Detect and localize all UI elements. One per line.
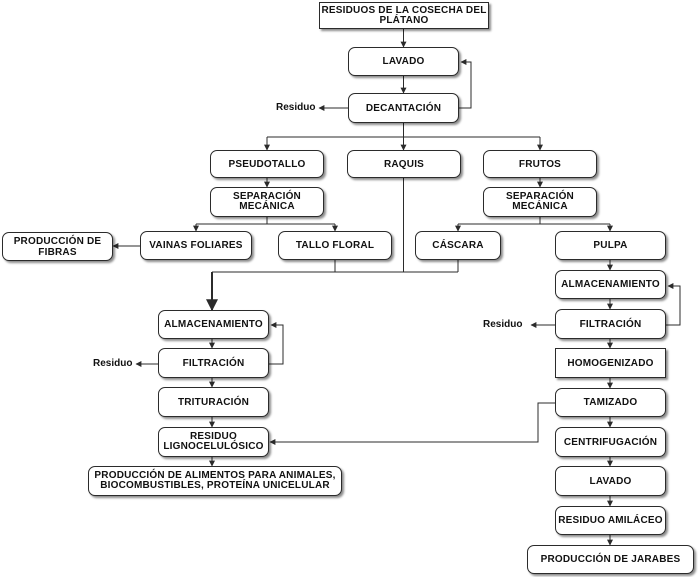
label-residuo-left: Residuo — [93, 358, 133, 369]
node-filtracion-right: FILTRACIÓN — [555, 309, 666, 339]
edge-tamizado-residuo-lignocelulosico — [269, 402, 555, 445]
node-frutos: FRUTOS — [483, 150, 597, 178]
node-centrifugacion: CENTRIFUGACIÓN — [555, 427, 666, 457]
label-residuo-top: Residuo — [276, 102, 316, 113]
label-residuo-right: Residuo — [483, 319, 523, 330]
node-trituracion: TRITURACIÓN — [158, 387, 269, 417]
node-pulpa: PULPA — [555, 231, 666, 260]
node-lavado-top: LAVADO — [348, 47, 459, 76]
node-residuo-amilaceo: RESIDUO AMILÁCEO — [555, 506, 666, 535]
node-produccion-alimentos: PRODUCCIÓN DE ALIMENTOS PARA ANIMALES, B… — [88, 466, 342, 496]
node-residuo-lignocelulosico: RESIDUO LIGNOCELULÓSICO — [158, 427, 269, 457]
edge-loop-filtright-almright — [666, 283, 681, 326]
node-separacion-mecanica-left: SEPARACIÓN MECÁNICA — [210, 187, 324, 217]
edge-loop-filtleft-almleft — [269, 322, 284, 365]
node-filtracion-left: FILTRACIÓN — [158, 348, 269, 378]
node-tallo-floral: TALLO FLORAL — [278, 231, 392, 260]
node-produccion-fibras: PRODUCCIÓN DE FIBRAS — [2, 232, 113, 261]
node-separacion-mecanica-right: SEPARACIÓN MECÁNICA — [483, 187, 597, 217]
node-pseudotallo: PSEUDOTALLO — [210, 150, 324, 178]
node-decantacion: DECANTACIÓN — [348, 93, 459, 123]
node-homogenizado: HOMOGENIZADO — [555, 348, 666, 378]
node-produccion-jarabes: PRODUCCIÓN DE JARABES — [527, 545, 694, 574]
node-tamizado: TAMIZADO — [555, 388, 666, 417]
node-raquis: RAQUIS — [347, 150, 461, 178]
node-almacenamiento-right: ALMACENAMIENTO — [555, 270, 666, 299]
node-cascara: CÁSCARA — [415, 231, 501, 260]
node-almacenamiento-left: ALMACENAMIENTO — [158, 310, 269, 339]
node-vainas-foliares: VAINAS FOLIARES — [140, 231, 252, 260]
edge-loop-decantacion-lavado — [459, 59, 472, 109]
node-residuos-cosecha: RESIDUOS DE LA COSECHA DEL PLÁTANO — [319, 2, 489, 29]
node-lavado-bottom: LAVADO — [555, 466, 666, 496]
